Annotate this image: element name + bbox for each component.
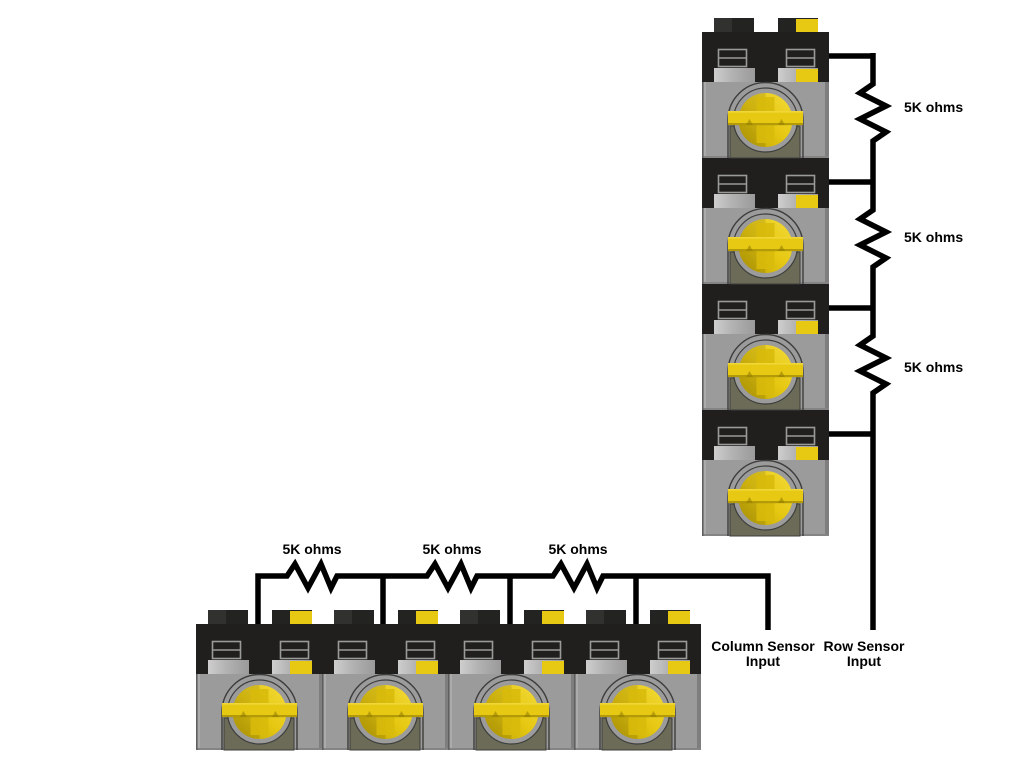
column-circuit-wire	[828, 53, 893, 630]
key-switch	[573, 609, 702, 751]
key-switch	[701, 395, 830, 537]
resistor-label: 5K ohms	[904, 99, 964, 115]
resistor-label: 5K ohms	[422, 541, 482, 557]
row-circuit-wire	[255, 557, 771, 630]
key-switch	[701, 269, 830, 411]
resistor-label: 5K ohms	[904, 229, 964, 245]
resistor-label: 5K ohms	[282, 541, 342, 557]
column-sensor-input-label: Column Sensor Input	[707, 639, 819, 669]
row-sensor-input-line1: Row Sensor	[823, 638, 905, 654]
key-switch	[701, 17, 830, 159]
key-switch	[321, 609, 450, 751]
column-sensor-input-line2: Input	[745, 653, 781, 669]
key-switch	[447, 609, 576, 751]
resistor-label: 5K ohms	[904, 359, 964, 375]
column-switch-group	[701, 17, 830, 537]
resistor-label: 5K ohms	[548, 541, 608, 557]
row-sensor-input-label: Row Sensor Input	[809, 639, 919, 669]
column-sensor-input-line1: Column Sensor	[711, 638, 815, 654]
row-switch-group	[195, 609, 702, 751]
row-sensor-input-line2: Input	[846, 653, 882, 669]
key-switch	[195, 609, 324, 751]
key-switch	[701, 143, 830, 285]
